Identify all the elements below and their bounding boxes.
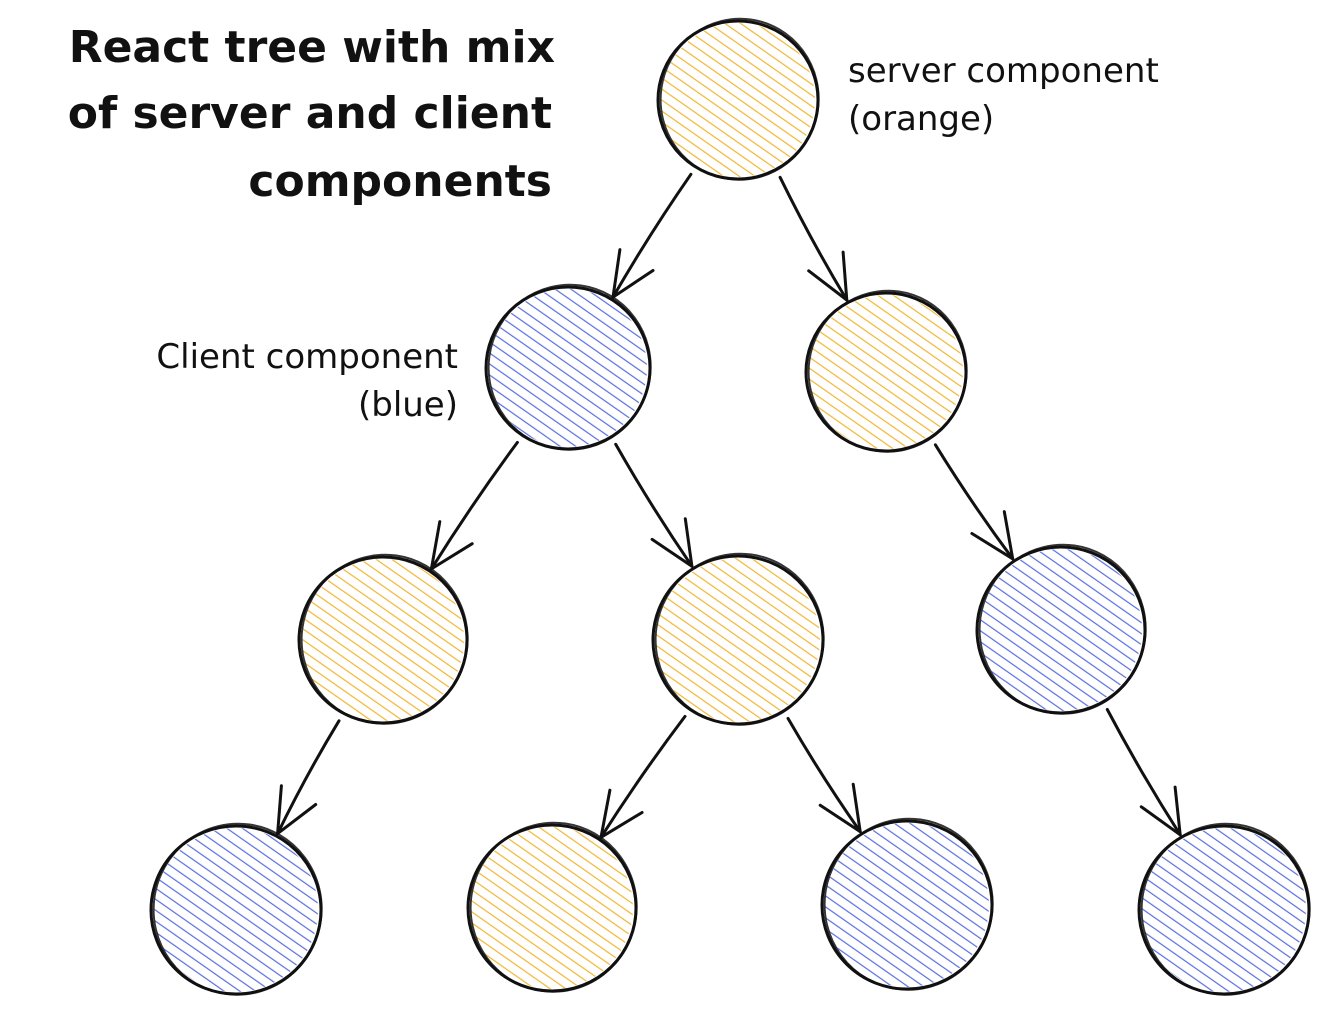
node-client-component xyxy=(975,543,1147,715)
edge-arrow-head xyxy=(807,250,849,302)
edge-arrow-shaft xyxy=(1105,708,1182,837)
edge-l1-b-to-l2-c xyxy=(933,443,1015,561)
node-outline-sketch xyxy=(469,821,638,993)
node-client-component xyxy=(1137,822,1311,996)
client-annotation-line-1: Client component xyxy=(156,337,458,377)
edge-arrow-shaft xyxy=(599,714,687,839)
client-component-annotation: Client component (blue) xyxy=(156,337,458,425)
node-hatch-fill xyxy=(656,558,820,722)
edge-l1-a-to-l2-a xyxy=(429,440,519,571)
node-outline-sketch xyxy=(152,822,323,996)
node-server-component xyxy=(466,821,638,993)
edge-arrow-head xyxy=(611,248,655,299)
edge-arrow-head xyxy=(970,510,1015,561)
edge-l2-b-to-l3-b xyxy=(599,714,687,839)
node-hatch-fill xyxy=(302,559,464,721)
node-hatch-fill xyxy=(154,828,318,992)
edge-root-to-l1-a xyxy=(611,172,693,299)
edge-arrow-shaft xyxy=(614,442,694,568)
node-hatch-fill xyxy=(489,289,647,447)
node-hatch-fill xyxy=(809,295,963,449)
node-outline-sketch xyxy=(659,17,820,181)
edge-arrow-shaft xyxy=(786,716,862,834)
edge-root-to-l1-b xyxy=(778,175,849,302)
node-outline-sketch xyxy=(487,283,652,451)
node-client-component xyxy=(149,822,323,996)
node-outline-sketch xyxy=(654,552,825,726)
node-hatch-fill xyxy=(471,827,633,989)
node-outline-sketch xyxy=(1140,822,1311,996)
client-annotation-line-2: (blue) xyxy=(358,385,458,425)
edge-l2-a-to-l3-a xyxy=(276,719,341,836)
node-outline-sketch xyxy=(978,543,1147,715)
node-hatch-fill xyxy=(980,549,1142,711)
node-outline-sketch xyxy=(823,817,994,991)
tree-edges xyxy=(276,172,1182,839)
node-outline-sketch xyxy=(300,553,469,725)
node-hatch-fill xyxy=(825,823,989,987)
title-line-1: React tree with mix xyxy=(69,22,555,73)
node-server-component xyxy=(804,289,968,453)
edge-l2-b-to-l3-c xyxy=(786,716,862,834)
node-hatch-fill xyxy=(1142,828,1306,992)
node-server-component xyxy=(656,17,820,181)
edge-arrow-shaft xyxy=(611,172,693,299)
edge-arrow-shaft xyxy=(429,440,519,571)
node-server-component xyxy=(297,553,469,725)
tree-nodes xyxy=(149,17,1311,996)
server-annotation-line-1: server component xyxy=(848,51,1159,91)
node-client-component xyxy=(484,283,652,451)
edge-l1-a-to-l2-b xyxy=(614,442,694,568)
edge-arrow-head xyxy=(650,517,694,568)
diagram-title: React tree with mix of server and client… xyxy=(68,22,555,207)
edge-arrow-shaft xyxy=(778,175,849,302)
title-line-3: components xyxy=(248,156,552,207)
edge-arrow-head xyxy=(818,782,862,834)
edge-l2-c-to-l3-d xyxy=(1105,708,1182,837)
edge-arrow-shaft xyxy=(276,719,341,836)
title-line-2: of server and client xyxy=(68,88,552,139)
server-annotation-line-2: (orange) xyxy=(848,99,994,139)
edge-arrow-shaft xyxy=(933,443,1015,561)
node-hatch-fill xyxy=(661,23,815,177)
node-outline-sketch xyxy=(807,289,968,453)
edge-arrow-head xyxy=(1139,785,1182,837)
server-component-annotation: server component (orange) xyxy=(848,51,1159,139)
node-client-component xyxy=(820,817,994,991)
node-server-component xyxy=(651,552,825,726)
